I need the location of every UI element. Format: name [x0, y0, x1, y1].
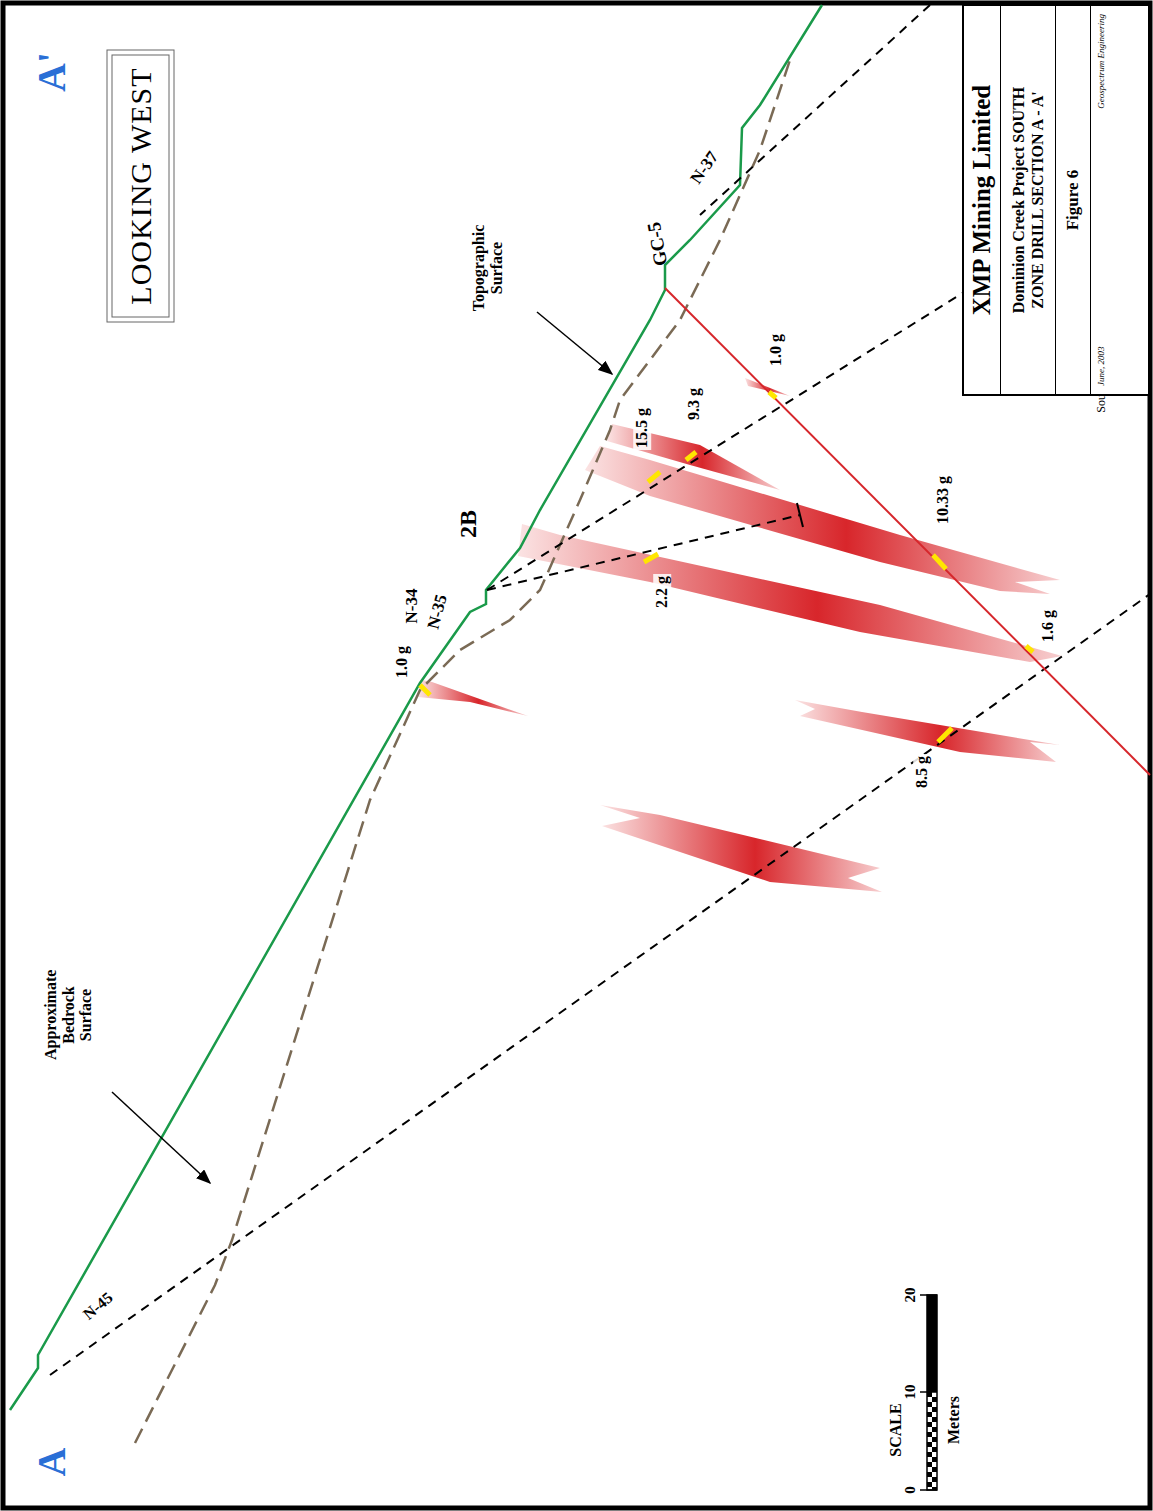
title-block: XMP Mining LimitedDominion Creek Project… [962, 4, 1150, 396]
assay-interval [769, 392, 776, 398]
drafting-firm: Geospectrum Engineering [1096, 14, 1106, 109]
company-name: XMP Mining Limited [964, 6, 1001, 394]
drill-hole [50, 5, 1150, 1375]
scale-bar [927, 1392, 937, 1490]
assay-interval [420, 392, 1033, 742]
assay-interval [938, 728, 952, 742]
orientation-box: LOOKING WEST [106, 50, 174, 323]
section-end: A' [30, 52, 74, 92]
grade-value: 1.6 g [1039, 608, 1057, 644]
assay-interval [648, 472, 660, 482]
ore-vein [418, 378, 1062, 892]
surface-label: Topographic Surface [470, 213, 505, 323]
section-end: A [30, 1448, 74, 1477]
hole-name: N-35 [424, 593, 451, 632]
hole-end-bar [797, 503, 803, 527]
leader-arrow [537, 312, 612, 374]
hole-name: GC-5 [644, 220, 672, 267]
scale-tick: 0 [902, 1486, 919, 1494]
bedrock-surface [135, 60, 790, 1443]
surface-label: Approximate Bedrock Surface [42, 970, 95, 1060]
hole-name: N-45 [80, 1289, 117, 1324]
hole-name: 2B [455, 510, 481, 538]
ore-vein [518, 524, 1062, 662]
project-title: Dominion Creek Project SOUTH ZONE DRILL … [1001, 6, 1056, 394]
topographic-surface [10, 5, 822, 1410]
scale-bar [927, 1295, 937, 1392]
grade-value: 15.5 g [633, 406, 651, 450]
drill-hole [487, 515, 800, 590]
grade-value: 1.0 g [393, 644, 411, 680]
scale-unit: Meters [945, 1396, 963, 1444]
hole-name: N-37 [687, 148, 722, 187]
ore-vein [418, 680, 528, 716]
grade-value: 10.33 g [934, 474, 952, 526]
view-direction: LOOKING WEST [123, 67, 157, 304]
assay-interval [1026, 646, 1033, 652]
assay-interval [686, 452, 696, 460]
assay-interval [420, 685, 430, 695]
grade-value: 9.3 g [685, 386, 703, 422]
hole-name: N-34 [403, 589, 422, 624]
grade-value: 1.0 g [767, 332, 785, 368]
grade-value: 2.2 g [653, 574, 671, 610]
scale-bar [920, 1489, 937, 1491]
scale-tick: 20 [902, 1288, 919, 1303]
drawing-date: June, 2003 [1096, 347, 1106, 387]
title-footer: June, 2003 Geospectrum Engineering [1091, 6, 1111, 394]
ore-vein [745, 378, 790, 396]
page-frame [3, 3, 1150, 1508]
scale-title: SCALE [887, 1403, 905, 1456]
drill-hole [50, 594, 1150, 1375]
ore-vein [600, 805, 882, 892]
scale-bar [920, 1294, 937, 1296]
scale-bar [920, 1391, 937, 1393]
grade-value: 8.5 g [913, 754, 931, 790]
figure-number: Figure 6 [1056, 6, 1091, 394]
scale-bar [920, 1295, 937, 1490]
assay-interval [644, 554, 658, 562]
assay-interval [933, 555, 946, 569]
leader-arrow [112, 1092, 210, 1183]
drill-hole [700, 5, 930, 215]
scale-tick: 10 [902, 1385, 919, 1400]
